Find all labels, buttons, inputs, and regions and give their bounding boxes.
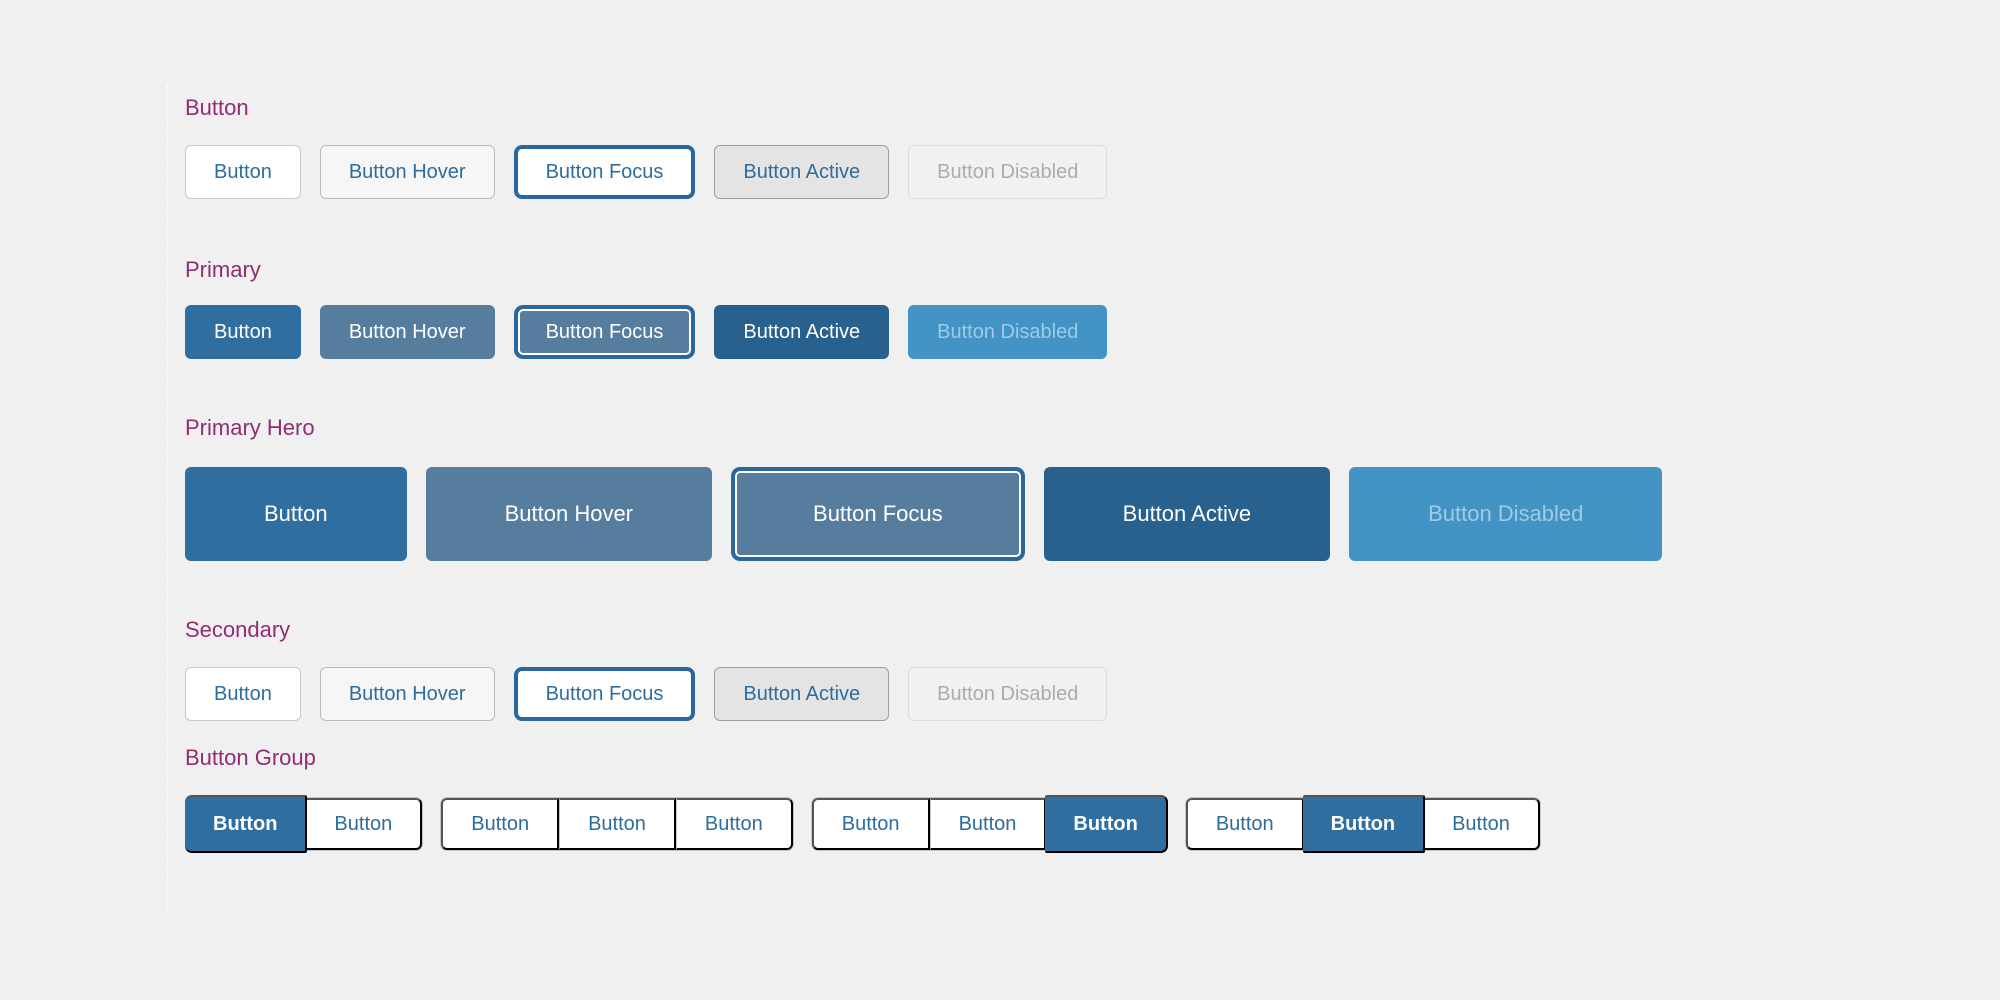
section-primary: Primary Button Button Hover Button Focus… [185, 259, 1662, 359]
button-row: Button Button Hover Button Focus Button … [185, 145, 1662, 199]
section-title-primary: Primary [185, 257, 261, 282]
primary-button-hover[interactable]: Button Hover [319, 305, 495, 359]
button-group-row: Button Button Button Button Button Butto… [185, 795, 1662, 853]
button-group-3: Button Button Button [810, 795, 1168, 853]
hero-button-hover[interactable]: Button Hover [425, 467, 713, 561]
base-button-active[interactable]: Button Active [714, 145, 890, 199]
group4-segment-2-selected[interactable]: Button [1302, 795, 1426, 853]
secondary-button-default[interactable]: Button [185, 667, 301, 721]
button-group-1: Button Button [185, 795, 424, 853]
primary-button-focus[interactable]: Button Focus [513, 305, 696, 359]
group1-segment-1-selected[interactable]: Button [185, 795, 308, 853]
group3-segment-2[interactable]: Button [929, 798, 1047, 850]
pattern-divider-line [167, 85, 168, 910]
primary-button-disabled: Button Disabled [908, 305, 1108, 359]
section-secondary: Secondary Button Button Hover Button Foc… [185, 619, 1662, 721]
pattern-content: Button Button Button Hover Button Focus … [185, 0, 1663, 853]
section-button-group: Button Group Button Button Button Button… [185, 745, 1662, 853]
section-button: Button Button Button Hover Button Focus … [185, 97, 1662, 199]
button-group-2: Button Button Button [440, 797, 794, 851]
base-button-hover[interactable]: Button Hover [319, 145, 495, 199]
button-group-4: Button Button Button [1184, 795, 1541, 853]
primary-button-default[interactable]: Button [185, 305, 301, 359]
section-title-button-group: Button Group [185, 745, 316, 770]
base-button-focus[interactable]: Button Focus [513, 145, 696, 199]
primary-row: Button Button Hover Button Focus Button … [185, 305, 1662, 359]
group2-segment-2[interactable]: Button [559, 798, 676, 850]
group3-segment-3-selected[interactable]: Button [1045, 795, 1168, 853]
group1-segment-2[interactable]: Button [306, 798, 423, 850]
base-button-disabled: Button Disabled [908, 145, 1108, 199]
group4-segment-3[interactable]: Button [1424, 798, 1540, 850]
group2-segment-3[interactable]: Button [675, 798, 793, 850]
section-primary-hero: Primary Hero Button Button Hover Button … [185, 415, 1663, 561]
hero-button-default[interactable]: Button [185, 467, 407, 561]
section-title-button: Button [185, 95, 249, 120]
hero-button-focus[interactable]: Button Focus [731, 467, 1025, 561]
section-title-secondary: Secondary [185, 617, 291, 642]
secondary-button-hover[interactable]: Button Hover [319, 667, 495, 721]
group3-segment-1[interactable]: Button [811, 798, 930, 850]
hero-button-active[interactable]: Button Active [1043, 467, 1331, 561]
secondary-row: Button Button Hover Button Focus Button … [185, 667, 1662, 721]
group2-segment-1[interactable]: Button [441, 798, 560, 850]
secondary-button-disabled: Button Disabled [908, 667, 1108, 721]
hero-button-disabled: Button Disabled [1349, 467, 1663, 561]
base-button-default[interactable]: Button [185, 145, 301, 199]
section-title-primary-hero: Primary Hero [185, 415, 315, 440]
secondary-button-active[interactable]: Button Active [714, 667, 890, 721]
primary-button-active[interactable]: Button Active [714, 305, 890, 359]
group4-segment-1[interactable]: Button [1185, 798, 1304, 850]
secondary-button-focus[interactable]: Button Focus [513, 667, 696, 721]
primary-hero-row: Button Button Hover Button Focus Button … [185, 467, 1663, 561]
